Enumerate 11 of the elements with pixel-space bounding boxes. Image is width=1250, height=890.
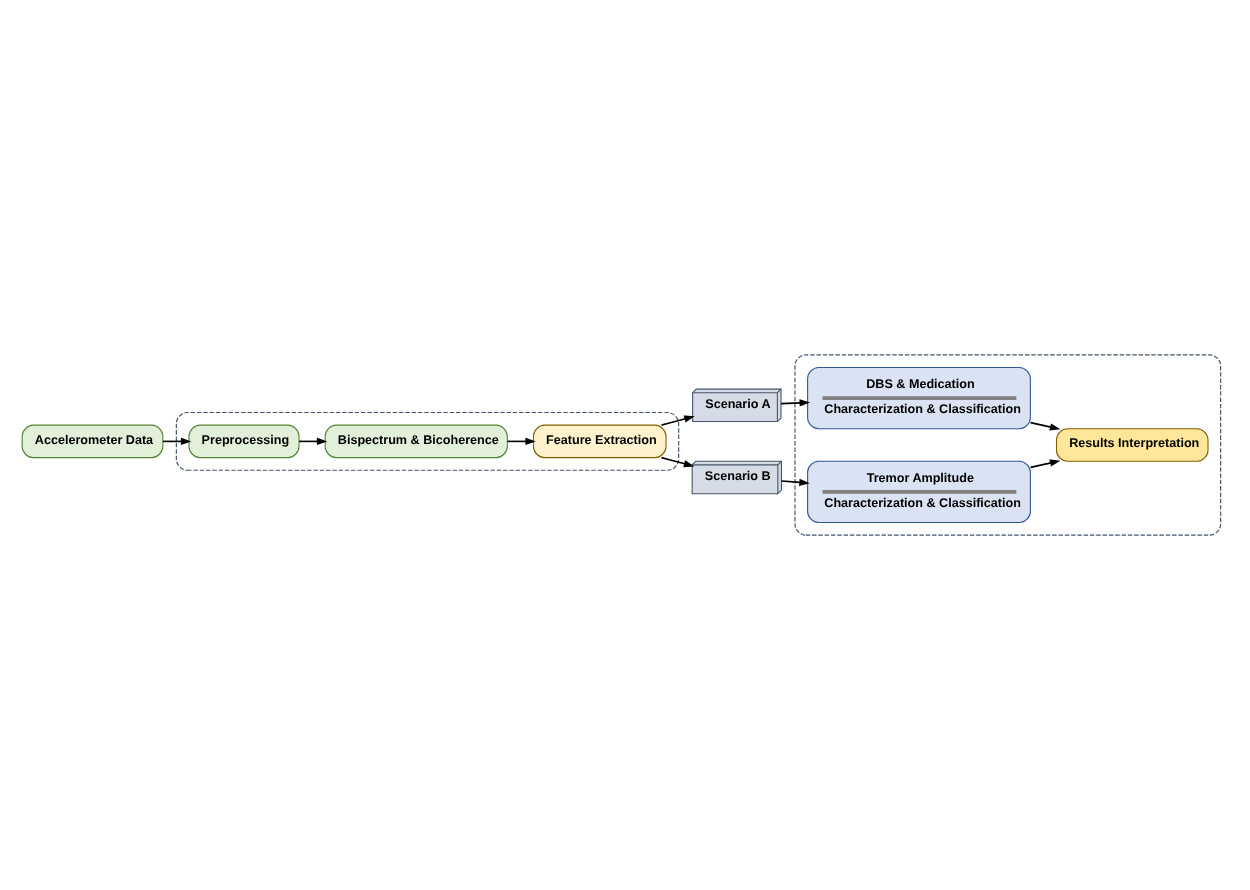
arrow — [1029, 459, 1061, 469]
arrow — [780, 399, 811, 407]
arrow — [660, 415, 695, 426]
arrow — [298, 437, 328, 446]
arrow — [780, 478, 810, 487]
arrow — [162, 437, 192, 446]
arrow — [660, 456, 695, 468]
arrow — [1029, 421, 1061, 431]
cluster — [794, 354, 1222, 536]
cluster — [175, 411, 680, 471]
arrow — [506, 437, 536, 446]
